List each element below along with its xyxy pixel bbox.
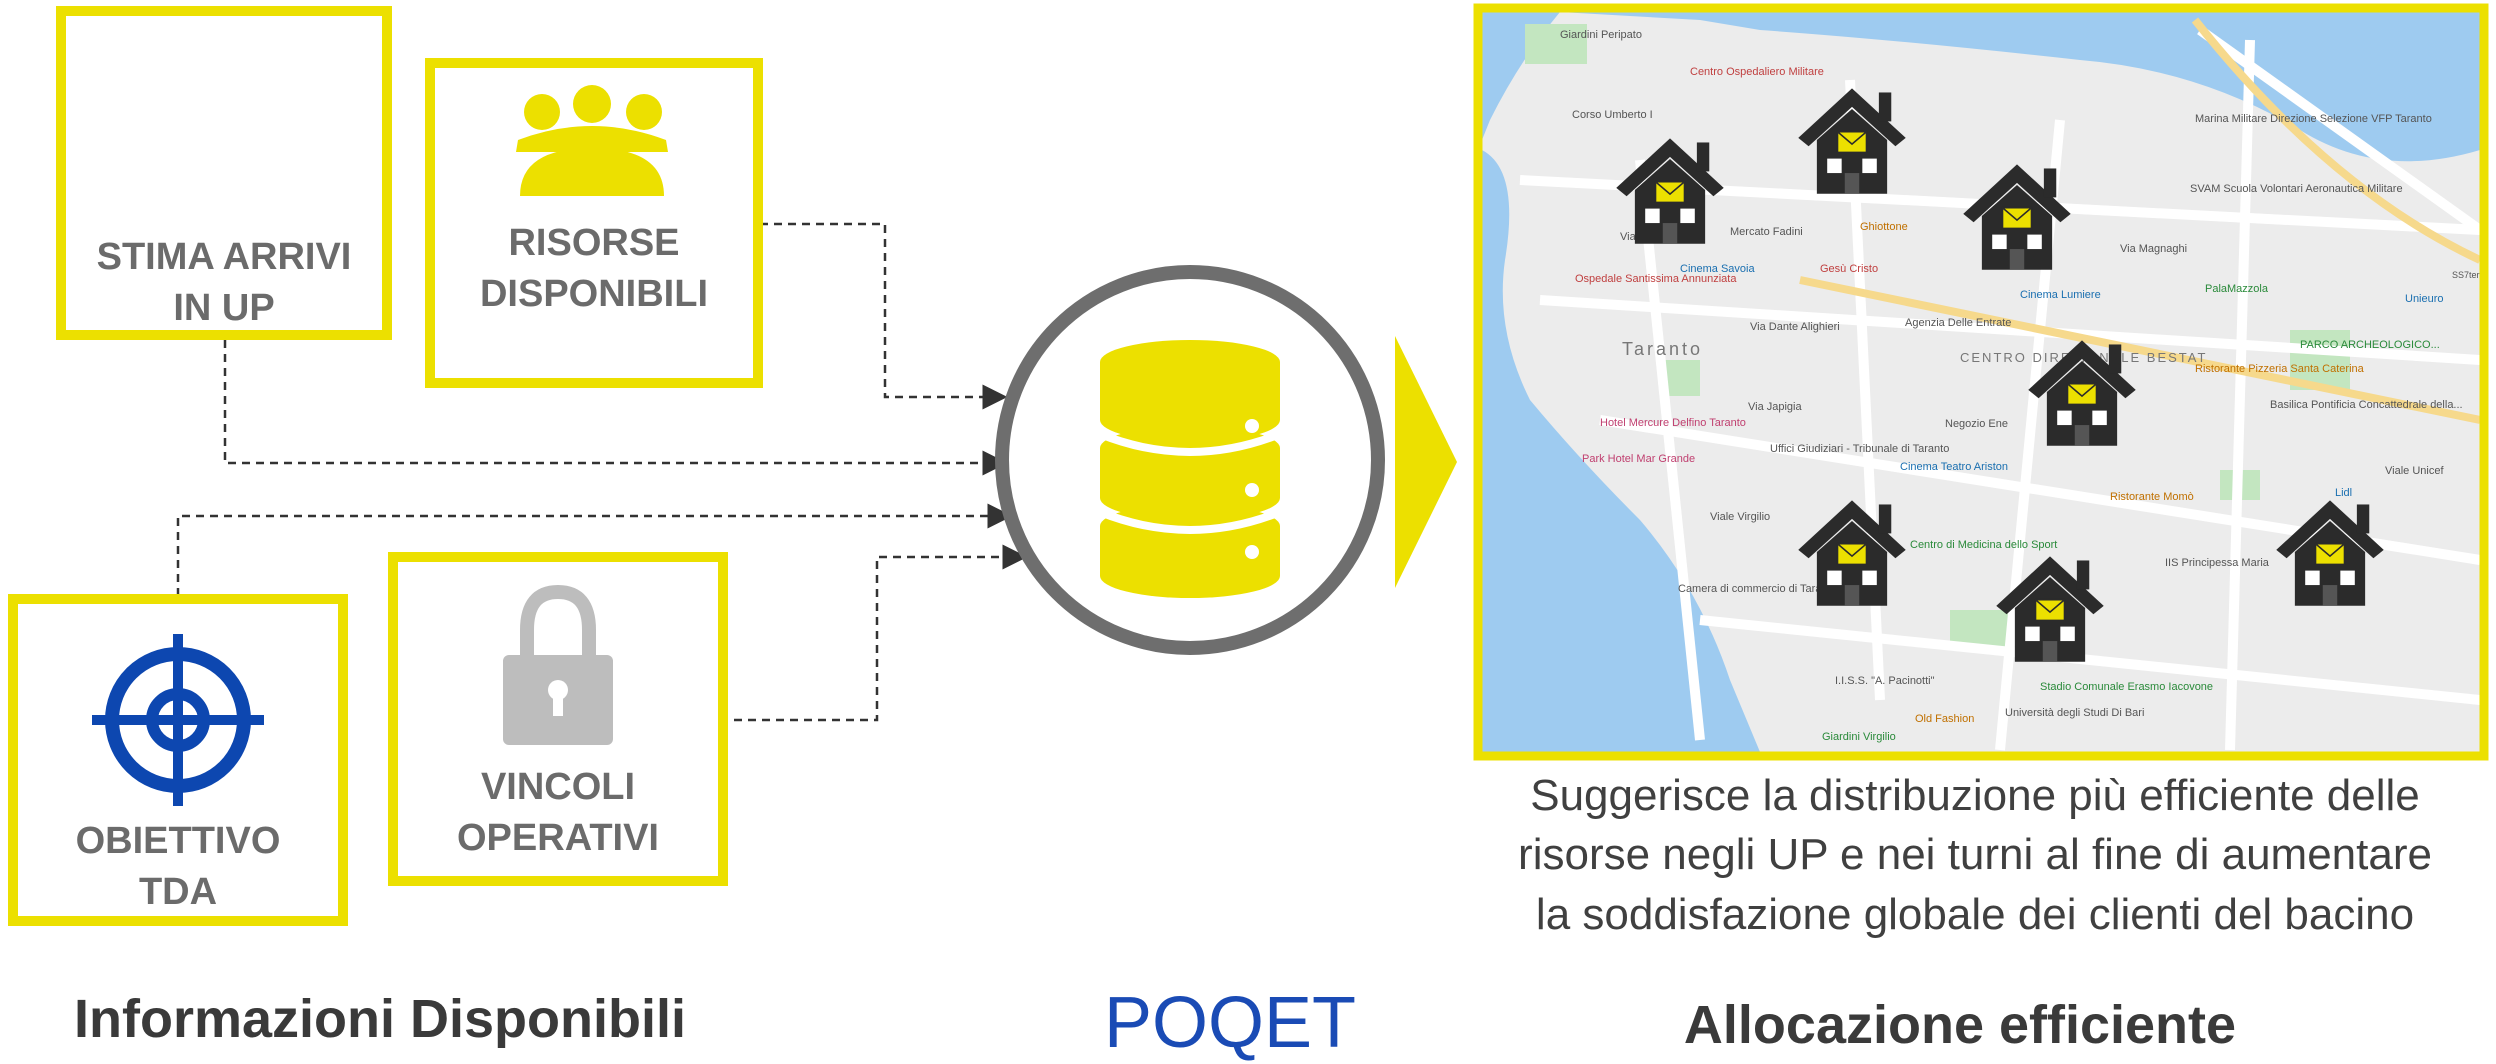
map-label: I.I.S.S. "A. Pacinotti" (1835, 675, 1935, 687)
target-icon (92, 634, 264, 806)
map-label: Taranto (1622, 339, 1703, 359)
map-label: Via Magnaghi (2120, 243, 2187, 255)
map-label: SS7ter (2452, 270, 2480, 280)
map-label: Ospedale Santissima Annunziata (1575, 273, 1737, 285)
map-label: Giardini Peripato (1560, 29, 1642, 41)
connector-obiettivo (176, 503, 1013, 596)
map-label: Hotel Mercure Delfino Taranto (1600, 417, 1746, 429)
map-caption: Suggerisce la distribuzione più efficien… (1518, 771, 2432, 939)
map-label: Negozio Ene (1945, 418, 2008, 430)
map-label: PalaMazzola (2205, 283, 2269, 295)
box-stima-arrivi: STIMA ARRIVI IN UP (56, 6, 392, 340)
box-obiettivo-tda: OBIETTIVO TDA (8, 594, 348, 926)
box-risorse-disponibili: RISORSE DISPONIBILI (425, 58, 763, 388)
section-title-allocazione: Allocazione efficiente (1683, 995, 2237, 1055)
map-label: Viale Unicef (2385, 465, 2444, 477)
map-label: Gesù Cristo (1820, 263, 1878, 275)
connector-vincoli (720, 544, 1028, 722)
box-risorse-label: RISORSE DISPONIBILI (479, 222, 709, 316)
map-label: Ristorante Momò (2110, 491, 2194, 503)
box-stima-arrivi-label: STIMA ARRIVI IN UP (96, 236, 352, 330)
section-title-poqet: POQET (1103, 983, 1357, 1063)
map-label: Old Fashion (1915, 713, 1974, 725)
map-label: Park Hotel Mar Grande (1582, 453, 1695, 465)
padlock-icon (503, 584, 613, 745)
map-label: Basilica Pontificia Concattedrale della.… (2270, 399, 2463, 411)
map-label: Cinema Teatro Ariston (1900, 461, 2008, 473)
map-label: Centro Ospedaliero Militare (1690, 66, 1824, 78)
map-label: Via Dante Alighieri (1750, 321, 1840, 333)
map-label: Unieuro (2405, 293, 2444, 305)
map-label: Uffici Giudiziari - Tribunale di Taranto (1770, 443, 1949, 455)
database-icon (995, 265, 1385, 655)
map-label: Cinema Savoia (1680, 263, 1755, 275)
map-label: IIS Principessa Maria (2165, 557, 2270, 569)
map-label: Ristorante Pizzeria Santa Caterina (2195, 363, 2365, 375)
box-obiettivo-label: OBIETTIVO TDA (75, 820, 281, 914)
map-label: Cinema Lumiere (2020, 289, 2101, 301)
map-label: Camera di commercio di Taranto (1678, 583, 1837, 595)
map-label: Agenzia Delle Entrate (1905, 317, 2011, 329)
map-label: Viale Virgilio (1710, 511, 1770, 523)
connector-lines (176, 222, 1028, 722)
map-label: Via Japigia (1748, 401, 1802, 413)
map-label: Lidl (2335, 487, 2352, 499)
meeting-people-icon (516, 85, 668, 196)
map-label: Ghiottone (1860, 221, 1908, 233)
map-label: Mercato Fadini (1730, 226, 1803, 238)
map: Giardini Peripato Centro Ospedaliero Mil… (1482, 12, 2480, 752)
map-label: Stadio Comunale Erasmo Iacovone (2040, 681, 2213, 693)
map-label: SVAM Scuola Volontari Aeronautica Milita… (2190, 183, 2403, 195)
map-label: Università degli Studi Di Bari (2005, 707, 2144, 719)
map-frame (1473, 3, 2489, 761)
map-label: PARCO ARCHEOLOGICO... (2300, 339, 2440, 351)
map-label: Marina Militare Direzione Selezione VFP … (2195, 113, 2432, 125)
map-label: Giardini Virgilio (1822, 731, 1896, 743)
arrow-right-icon (1395, 336, 1457, 588)
connector-risorse (760, 222, 1008, 410)
box-vincoli-operativi: VINCOLI OPERATIVI (388, 552, 728, 886)
box-vincoli-label: VINCOLI OPERATIVI (457, 766, 659, 860)
map-label: Corso Umberto I (1572, 109, 1653, 121)
map-label: Centro di Medicina dello Sport (1910, 539, 2057, 551)
section-title-informazioni: Informazioni Disponibili (74, 989, 686, 1049)
